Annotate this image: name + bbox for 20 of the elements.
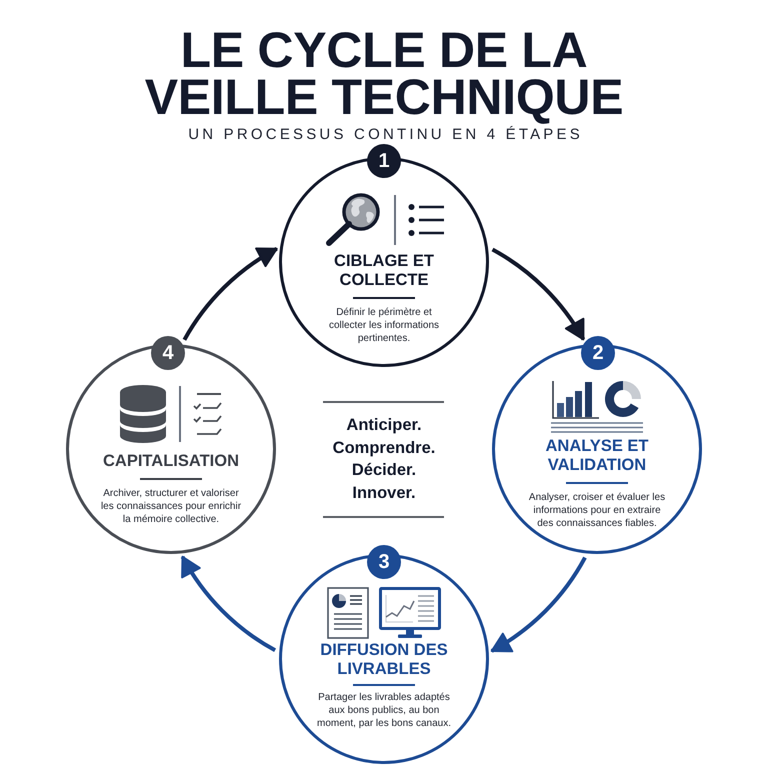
motto-line: Décider. (352, 460, 416, 481)
step-title: ANALYSE ET VALIDATION (544, 437, 650, 475)
cycle-arrow (491, 248, 586, 340)
cycle-arrow (182, 247, 278, 341)
motto-line: Innover. (352, 482, 416, 504)
step-description: Archiver, structurer et valoriser les connaissances pour enrichir la mémoire collective. (100, 487, 242, 526)
step-number-badge: 4 (151, 336, 185, 370)
step-description: Partager les livrables adaptés aux bons publics, au bon moment, par les bons canaux. (316, 691, 452, 730)
subtitle: UN PROCESSUS CONTINU EN 4 ÉTAPES (187, 126, 583, 144)
step-title: CIBLAGE ET COLLECTE (333, 252, 435, 290)
step-number-badge: 1 (367, 144, 401, 178)
step-title: DIFFUSION DES LIVRABLES (319, 641, 449, 679)
step-title: CAPITALISATION (103, 452, 239, 471)
cycle-arrow (490, 556, 587, 653)
step-number-badge: 3 (367, 545, 401, 579)
step-description: Définir le périmètre et collecter les informations pertinentes. (328, 306, 440, 345)
cycle-arrow (180, 556, 276, 652)
motto-line: Anticiper. (346, 415, 422, 436)
step-description: Analyser, croiser et évaluer les informations pour en extraire des connaissances fiables. (528, 491, 666, 530)
motto-line: Comprendre. (332, 438, 436, 458)
